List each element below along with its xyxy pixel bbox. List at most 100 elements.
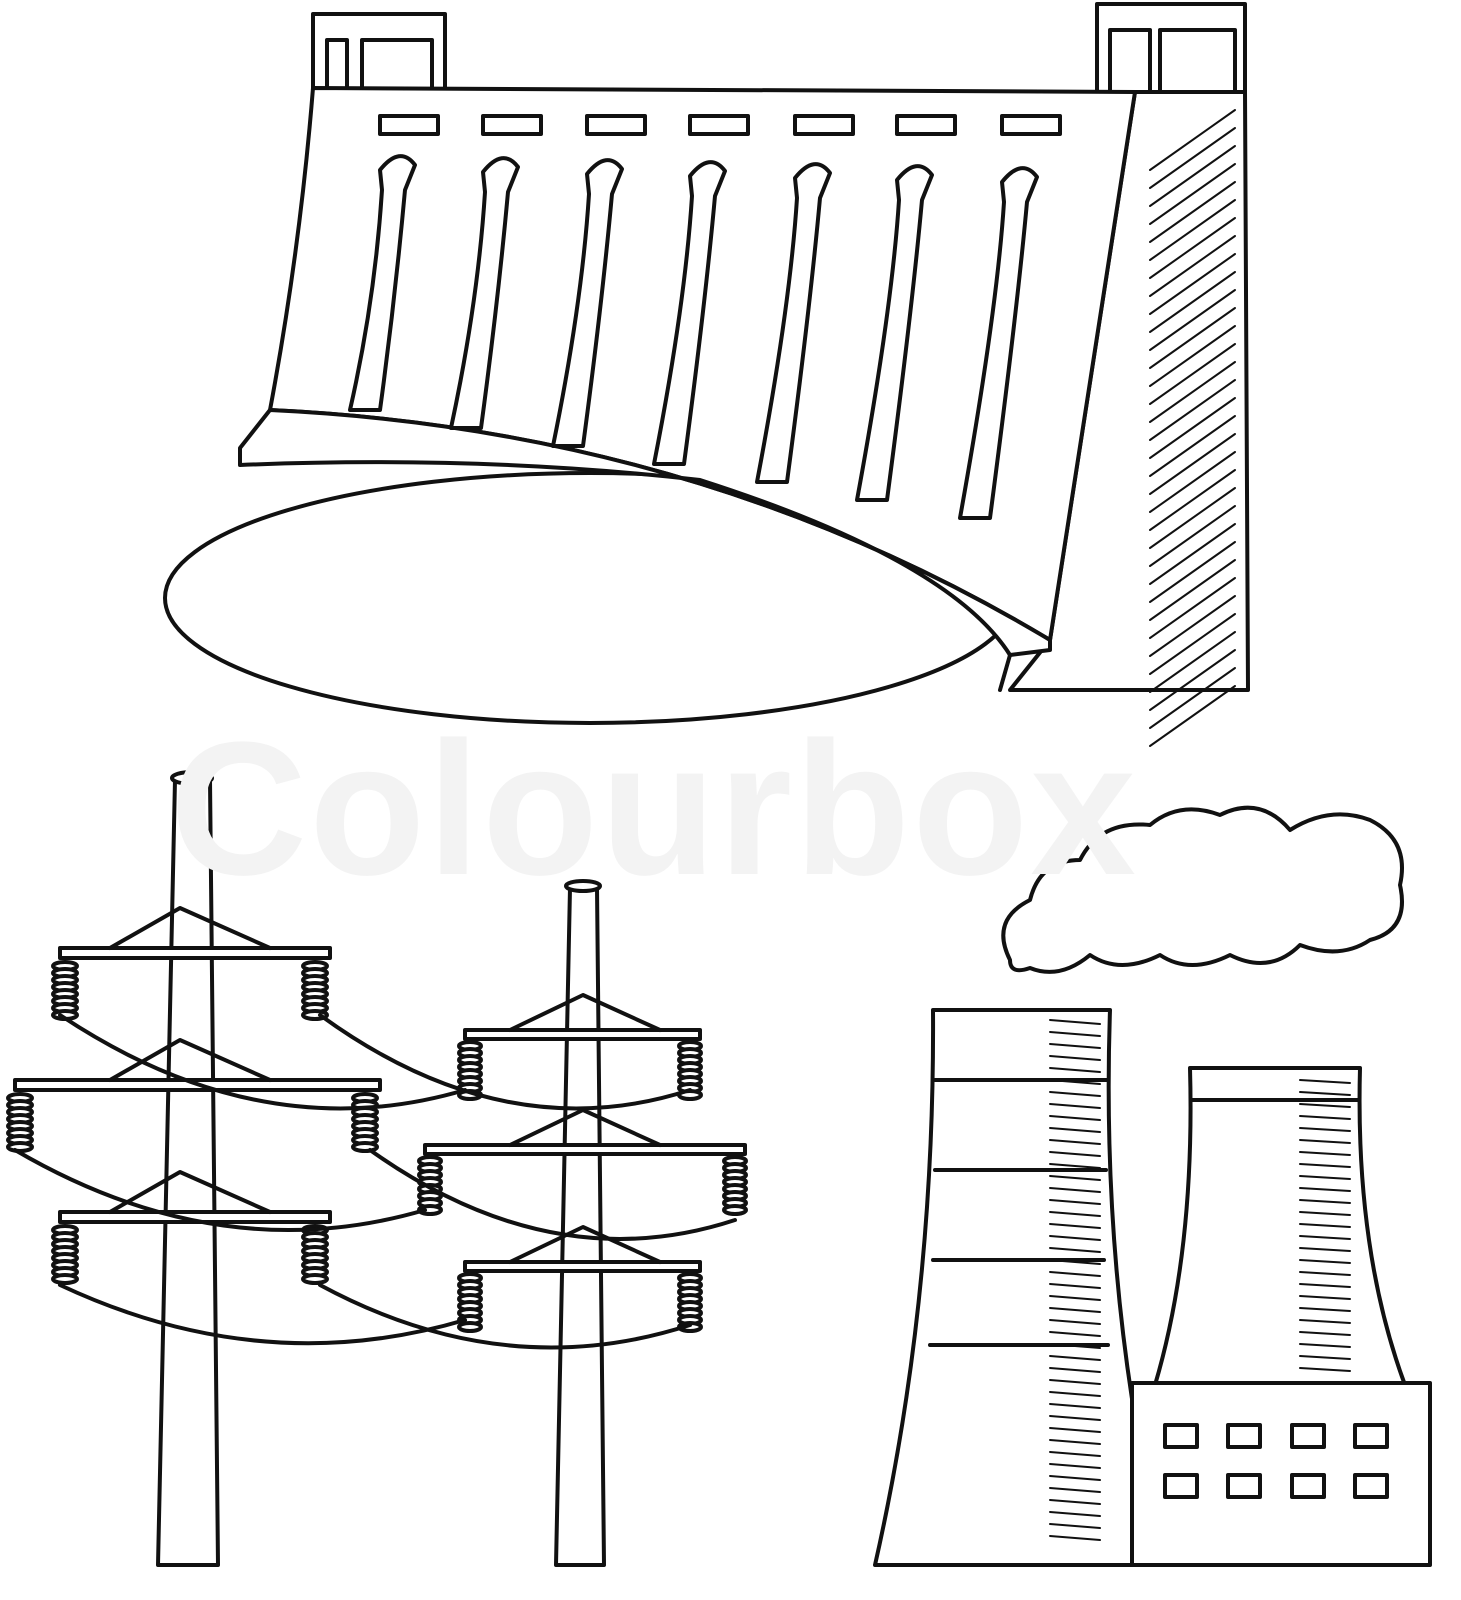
penstock-pipe [551, 158, 624, 448]
hatch-line [1049, 1307, 1101, 1313]
hatch-line [1299, 1127, 1351, 1132]
hatch-line [1049, 1151, 1101, 1157]
hatch-line [1299, 1079, 1351, 1084]
crossarm [463, 1260, 702, 1273]
hatch-line [1149, 235, 1236, 297]
hydroelectric-dam [163, 2, 1250, 747]
hatch-line [1299, 1343, 1351, 1348]
dam-window [793, 114, 855, 136]
spillway-edge [998, 653, 1012, 692]
hatch-line [1149, 577, 1236, 639]
hatch-line [1299, 1223, 1351, 1228]
penstock-pipe [958, 166, 1039, 520]
hatch-line [1049, 1079, 1101, 1085]
building-windows [1163, 1423, 1389, 1499]
power-line [58, 1283, 467, 1346]
spillway-base [238, 408, 1052, 657]
hatch-line [1049, 1199, 1101, 1205]
hatch-line [1149, 523, 1236, 585]
hatch-line [1299, 1295, 1351, 1300]
tower-hatching [1049, 1019, 1351, 1541]
dam-penstock-pipes [348, 154, 1039, 520]
hatch-line [1049, 1067, 1101, 1073]
hatch-line [1049, 1343, 1101, 1349]
hatch-line [1049, 1187, 1101, 1193]
crossarm-brace [108, 1038, 272, 1082]
hatch-line [1149, 613, 1236, 675]
hatch-line [1299, 1151, 1351, 1156]
hatch-line [1049, 1139, 1101, 1145]
hatch-line [1149, 541, 1236, 603]
hatch-line [1299, 1355, 1351, 1360]
hatch-line [1049, 1403, 1101, 1409]
building-window [1290, 1473, 1326, 1499]
hatch-line [1149, 451, 1236, 513]
hatch-line [1049, 1319, 1101, 1325]
hatch-line [1149, 505, 1236, 567]
hatch-line [1049, 1031, 1101, 1037]
hatch-line [1149, 397, 1236, 459]
hatch-line [1049, 1379, 1101, 1385]
hatch-line [1299, 1271, 1351, 1276]
hatch-line [1049, 1259, 1101, 1265]
power-transmission-towers [6, 770, 748, 1567]
hatch-line [1049, 1415, 1101, 1421]
hatch-line [1149, 487, 1236, 549]
cooling-tower-back [1153, 1066, 1407, 1387]
hatch-line [1049, 1115, 1101, 1121]
hatch-line [1049, 1175, 1101, 1181]
hatch-line [1049, 1487, 1101, 1493]
hatch-line [1049, 1463, 1101, 1469]
hatch-line [1149, 289, 1236, 351]
hatch-line [1149, 415, 1236, 477]
insulator [6, 1141, 34, 1153]
hatch-line [1049, 1439, 1101, 1445]
hatch-line [1299, 1283, 1351, 1288]
hatch-line [1149, 559, 1236, 621]
hatch-line [1149, 145, 1236, 207]
hatch-line [1149, 433, 1236, 495]
hatch-line [1049, 1391, 1101, 1397]
hatch-line [1149, 469, 1236, 531]
hatch-line [1299, 1187, 1351, 1192]
hatch-line [1299, 1307, 1351, 1312]
insulator [301, 1273, 329, 1285]
hatch-line [1149, 379, 1236, 441]
hatch-line [1049, 1235, 1101, 1241]
hatch-line [1149, 199, 1236, 261]
hatch-line [1049, 1163, 1101, 1169]
hatch-line [1149, 109, 1236, 171]
building-window [1353, 1473, 1389, 1499]
hatch-line [1299, 1139, 1351, 1144]
hatch-line [1149, 685, 1236, 747]
crossarm [463, 1028, 702, 1041]
hatch-line [1149, 343, 1236, 405]
dam-windows [378, 114, 1062, 136]
building-window [1226, 1423, 1262, 1449]
building-window [1163, 1423, 1199, 1449]
pole-left [156, 778, 220, 1567]
insulator [722, 1204, 748, 1216]
hatch-line [1299, 1367, 1351, 1372]
penstock-pipe [348, 154, 417, 412]
hatch-line [1049, 1223, 1101, 1229]
dam-window [481, 114, 543, 136]
hatch-line [1049, 1475, 1101, 1481]
hatch-line [1049, 1103, 1101, 1109]
hatch-line [1049, 1511, 1101, 1517]
hatch-line [1049, 1211, 1101, 1217]
hatch-line [1049, 1355, 1101, 1361]
hatch-line [1149, 595, 1236, 657]
crossarm-brace [108, 906, 272, 950]
hatch-line [1049, 1247, 1101, 1253]
crossarm [58, 946, 332, 960]
hatch-line [1149, 667, 1236, 729]
pole-cap [170, 770, 214, 786]
insulator [51, 1273, 79, 1285]
hatch-line [1299, 1319, 1351, 1324]
hatch-line [1049, 1535, 1101, 1541]
hatch-line [1049, 1295, 1101, 1301]
hatch-line [1049, 1499, 1101, 1505]
penstock-pipe [449, 156, 520, 430]
power-line [13, 1148, 427, 1232]
